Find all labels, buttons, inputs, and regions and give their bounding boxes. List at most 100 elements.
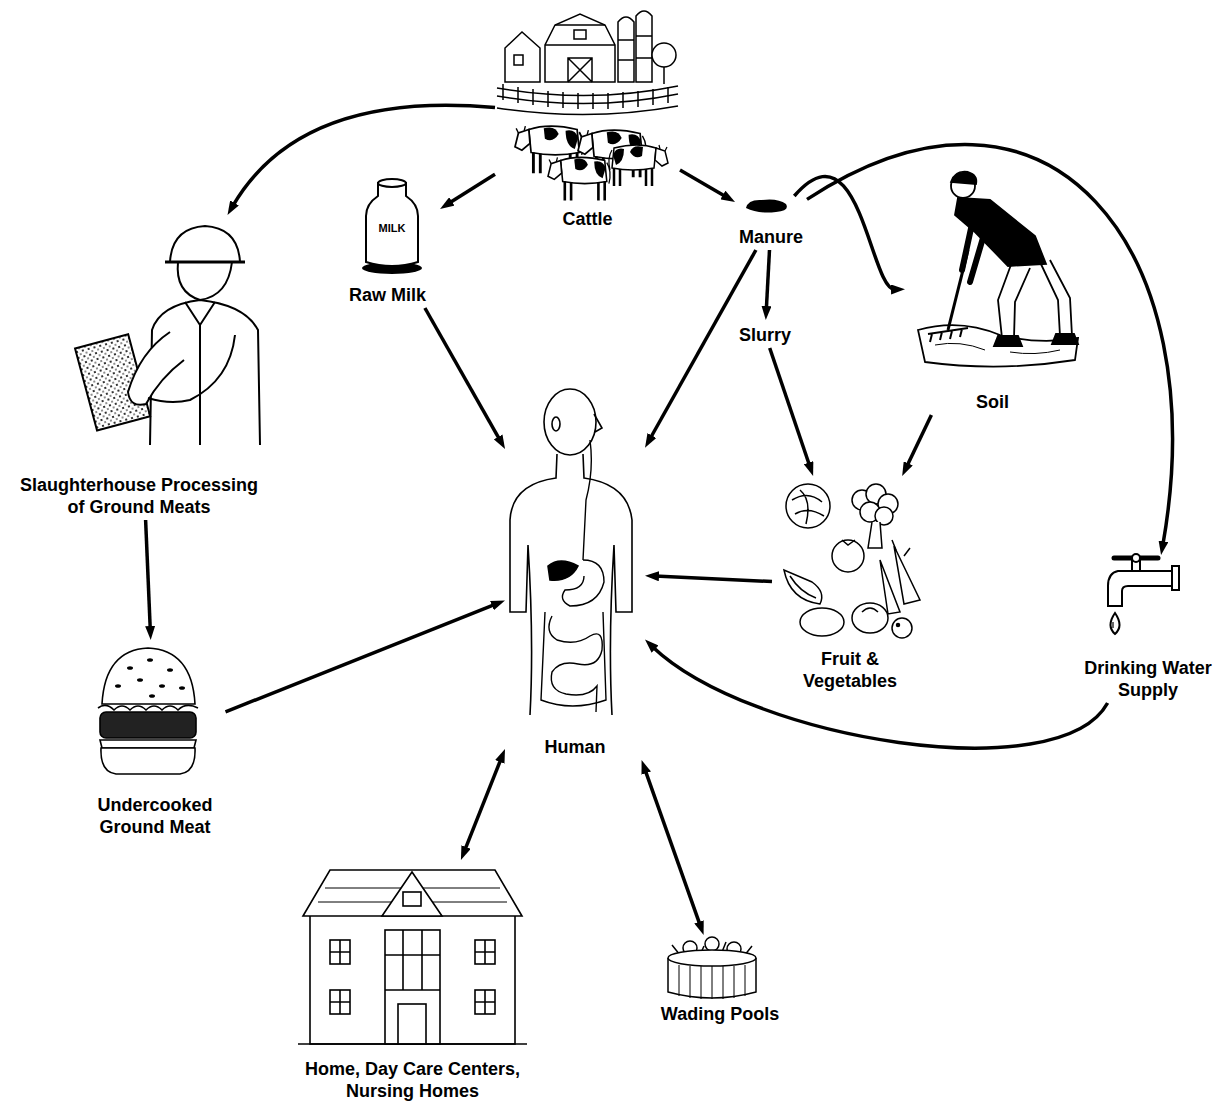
farmer-drawing [928,328,968,342]
flow-arrow [655,576,772,581]
burger-drawing [102,648,195,704]
house-drawing [475,990,495,1014]
node-label: Slaughterhouse Processing of Ground Meat… [14,474,264,518]
farm-drawing [505,32,540,82]
farm-drawing [503,84,668,109]
milk-can-drawing [378,179,406,187]
worker-drawing [185,302,215,325]
illustrated-node: Home, Day Care Centers, Nursing Homes [295,860,530,1104]
farmer-drawing [918,325,1078,367]
produce-drawing [832,540,864,572]
worker-drawing [128,332,184,405]
flow-arrow [425,308,500,440]
illustrated-node: Raw Milk [335,176,440,308]
burger-drawing [100,740,196,748]
flow-arrow [807,145,1172,546]
flow-arrow [766,250,769,310]
house-drawing [475,940,495,964]
farm-drawing [545,14,615,82]
house-drawing [298,870,527,1044]
house-drawing [298,1043,527,1045]
farm-drawing [574,30,586,39]
burger-drawing [115,658,185,698]
flow-arrow [680,170,726,197]
farmer-drawing [994,334,1078,346]
node-label: Undercooked Ground Meat [88,794,223,838]
farm-drawing [545,25,615,45]
flow-arrow [907,415,932,467]
milk-can-drawing [366,183,418,266]
produce-drawing [897,624,900,627]
flow-arrow [226,604,496,712]
house-drawing [310,914,515,1044]
human-body-drawing [548,561,578,580]
burger-drawing [98,648,198,774]
illustrated-node: Wading Pools [650,935,790,1027]
farm-drawing [618,36,652,60]
node-label: Wading Pools [661,1003,779,1025]
illustrated-node: Slurry [730,320,800,348]
house-drawing [330,990,350,1014]
flow-arrow [233,105,496,206]
human-body-drawing [549,616,602,712]
produce-drawing [842,540,855,545]
farmer-drawing [918,172,1078,367]
pool-drawing [668,937,756,999]
burger-drawing [101,748,195,774]
farm-drawing [652,43,676,67]
farmer-drawing [948,250,968,330]
cattle-drawing [515,126,668,200]
human-body-drawing [594,414,602,432]
tap-drawing [1172,566,1179,590]
human-body-drawing [510,389,632,715]
house-drawing [475,990,495,1014]
produce-drawing [892,618,912,638]
manure-drawing [746,200,787,213]
burger-drawing [115,684,121,688]
burger-drawing [100,712,196,738]
burger-drawing [149,694,155,698]
flow-arrow [465,758,502,851]
cattle-drawing [609,145,668,186]
house-drawing [385,930,440,1044]
farm-drawing [618,17,634,82]
milk-can-drawing [362,179,422,274]
house-drawing [382,872,442,916]
burger-drawing [179,686,185,690]
house-drawing [475,940,495,964]
farm-drawing [497,11,678,115]
illustrated-node: Soil [905,160,1080,415]
house-drawing [303,870,522,916]
tap-drawing [1108,554,1179,634]
worker-drawing [148,335,235,402]
farmer-drawing [998,260,1072,338]
farm-drawing [636,11,652,82]
human-body-drawing [544,389,596,455]
flow-arrow [794,176,895,289]
produce-drawing [784,484,920,638]
illustrated-node: Fruit & Vegetables [772,476,928,694]
farm-drawing [568,58,592,82]
burger-drawing [167,668,173,672]
illustrated-node: Drinking Water Supply [1077,555,1219,703]
tap-drawing [1112,622,1113,628]
illustrated-node: Slaughterhouse Processing of Ground Meat… [8,215,270,520]
house-drawing [330,990,350,1014]
farm-drawing [497,106,678,115]
human-body-drawing [510,454,557,715]
produce-drawing [792,490,824,524]
farmer-drawing [951,172,976,184]
produce-drawing [880,560,900,614]
produce-drawing [790,576,816,598]
flow-arrow [146,520,151,630]
worker-drawing [199,325,201,445]
node-label: Drinking Water Supply [1080,657,1216,701]
illustrated-node: Human [505,385,645,760]
burger-drawing [127,666,133,670]
tap-drawing [1111,613,1120,634]
flow-arrow [652,646,1107,748]
house-drawing [330,940,350,964]
node-label: Manure [739,226,803,248]
